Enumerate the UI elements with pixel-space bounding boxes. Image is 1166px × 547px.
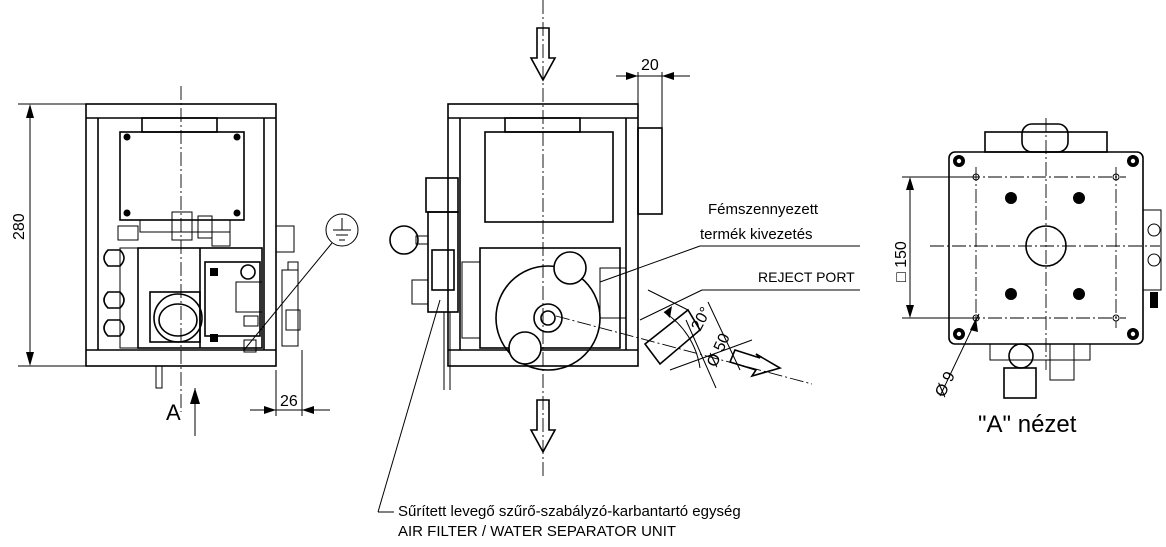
view-a-title: "A" nézet [978, 411, 1077, 438]
dim-port-diameter-label: Ø 50 [704, 331, 734, 370]
reject-port-label: REJECT PORT [758, 269, 855, 285]
dim-height-label: 280 [11, 213, 28, 240]
reject-hungarian-line2: termék kivezetés [700, 226, 813, 243]
dim-hole-label: Ø 9 [932, 369, 959, 400]
air-unit-english-label: AIR FILTER / WATER SEPARATOR UNIT [398, 523, 676, 540]
view-arrow-label: A [166, 400, 181, 425]
reject-hungarian-line1: Fémszennyezett [708, 201, 819, 218]
left-side-view [18, 86, 359, 436]
right-a-view [902, 118, 1162, 399]
dim-top-offset-label: 20 [641, 57, 659, 74]
air-unit-hungarian-label: Sűrített levegő szűrő-szabályzó-karbanta… [398, 503, 741, 520]
dim-square-label: □ 150 [893, 241, 910, 282]
dim-side-offset-label: 26 [280, 393, 298, 410]
middle-front-view [377, 0, 860, 513]
